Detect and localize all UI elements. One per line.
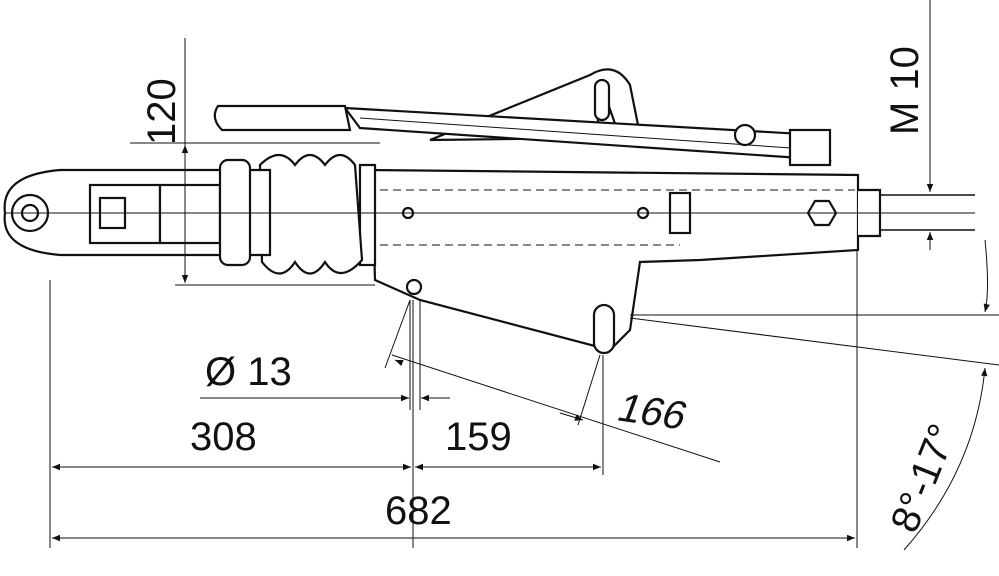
svg-text:Ø 13: Ø 13: [205, 350, 292, 394]
svg-text:M 10: M 10: [883, 46, 927, 135]
svg-text:120: 120: [140, 78, 184, 145]
dimension-angle: 8°-17°: [883, 239, 990, 551]
bellows: [258, 153, 364, 275]
dimension-166: 166: [391, 354, 721, 463]
dimension-682: 682: [52, 489, 855, 542]
svg-text:308: 308: [190, 415, 257, 459]
handbrake-lever: [213, 68, 832, 167]
dimension-120: 120: [130, 38, 380, 286]
dimension-308-159: 308 159: [52, 415, 601, 471]
coupling-housing: [358, 163, 975, 355]
dimension-m10: M 10: [883, 0, 934, 250]
dimension-hole-diameter: Ø 13: [200, 350, 450, 402]
svg-text:159: 159: [445, 415, 512, 459]
svg-text:682: 682: [385, 489, 452, 533]
svg-text:166: 166: [612, 385, 694, 438]
extension-lines: [49, 250, 999, 548]
